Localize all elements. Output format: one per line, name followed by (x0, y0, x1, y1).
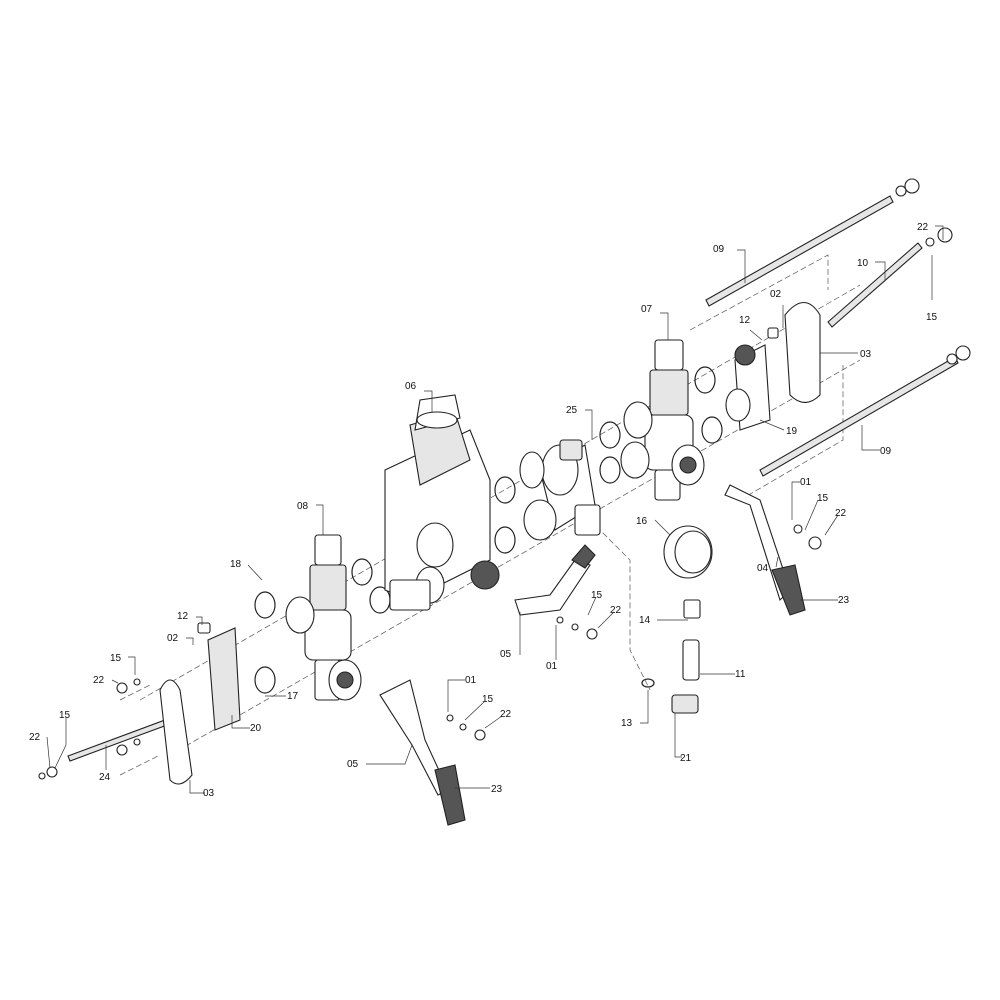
label-15: 15 (59, 710, 71, 721)
tie-rods (67, 178, 971, 762)
o-rings (254, 366, 723, 694)
label-05: 05 (347, 759, 359, 770)
rod-09-upper (705, 195, 894, 307)
rod-09-lower (759, 356, 959, 477)
valve-25 (519, 439, 601, 541)
plate-03-left (159, 679, 193, 785)
label-02: 02 (167, 633, 179, 644)
label-20: 20 (250, 723, 262, 734)
label-24: 24 (99, 772, 111, 783)
levers (379, 484, 806, 826)
tee-14 (683, 599, 701, 619)
valve-07 (620, 339, 705, 501)
label-01: 01 (800, 477, 812, 488)
label-22: 22 (500, 709, 512, 720)
label-08: 08 (297, 501, 309, 512)
label-22: 22 (835, 508, 847, 519)
plate-03-right (784, 301, 821, 404)
label-14: 14 (639, 615, 651, 626)
label-07: 07 (641, 304, 653, 315)
part-labels: 09 22 10 07 02 12 03 15 06 25 19 09 01 1… (29, 222, 938, 799)
label-16: 16 (636, 516, 648, 527)
label-18: 18 (230, 559, 242, 570)
label-22: 22 (29, 732, 41, 743)
fasteners (38, 616, 598, 780)
label-02: 02 (770, 289, 782, 300)
label-03: 03 (203, 788, 215, 799)
label-15: 15 (110, 653, 122, 664)
label-15: 15 (926, 312, 938, 323)
gauge-assembly (663, 525, 713, 714)
rod-24 (67, 719, 168, 762)
label-13: 13 (621, 718, 633, 729)
lever-05-mid (514, 559, 591, 616)
leader-lines (46, 225, 944, 794)
label-15: 15 (482, 694, 494, 705)
label-09: 09 (880, 446, 892, 457)
label-06: 06 (405, 381, 417, 392)
main-block-06 (384, 394, 500, 611)
label-12: 12 (177, 611, 189, 622)
label-25: 25 (566, 405, 578, 416)
label-04: 04 (757, 563, 769, 574)
label-23: 23 (491, 784, 503, 795)
label-05: 05 (500, 649, 512, 660)
valve-08 (285, 534, 362, 701)
label-22: 22 (610, 605, 622, 616)
label-01: 01 (546, 661, 558, 672)
flange-20 (207, 627, 241, 731)
fitting-21 (671, 694, 699, 714)
label-03: 03 (860, 349, 872, 360)
label-22: 22 (917, 222, 929, 233)
label-19: 19 (786, 426, 798, 437)
label-17: 17 (287, 691, 299, 702)
label-01: 01 (465, 675, 477, 686)
label-12: 12 (739, 315, 751, 326)
nipple-11 (682, 639, 700, 681)
rod-10 (827, 242, 923, 328)
label-21: 21 (680, 753, 692, 764)
label-15: 15 (817, 493, 829, 504)
label-22: 22 (93, 675, 105, 686)
label-15: 15 (591, 590, 603, 601)
label-09: 09 (713, 244, 725, 255)
label-23: 23 (838, 595, 850, 606)
label-10: 10 (857, 258, 869, 269)
label-11: 11 (735, 669, 746, 680)
end-plates (159, 301, 821, 785)
